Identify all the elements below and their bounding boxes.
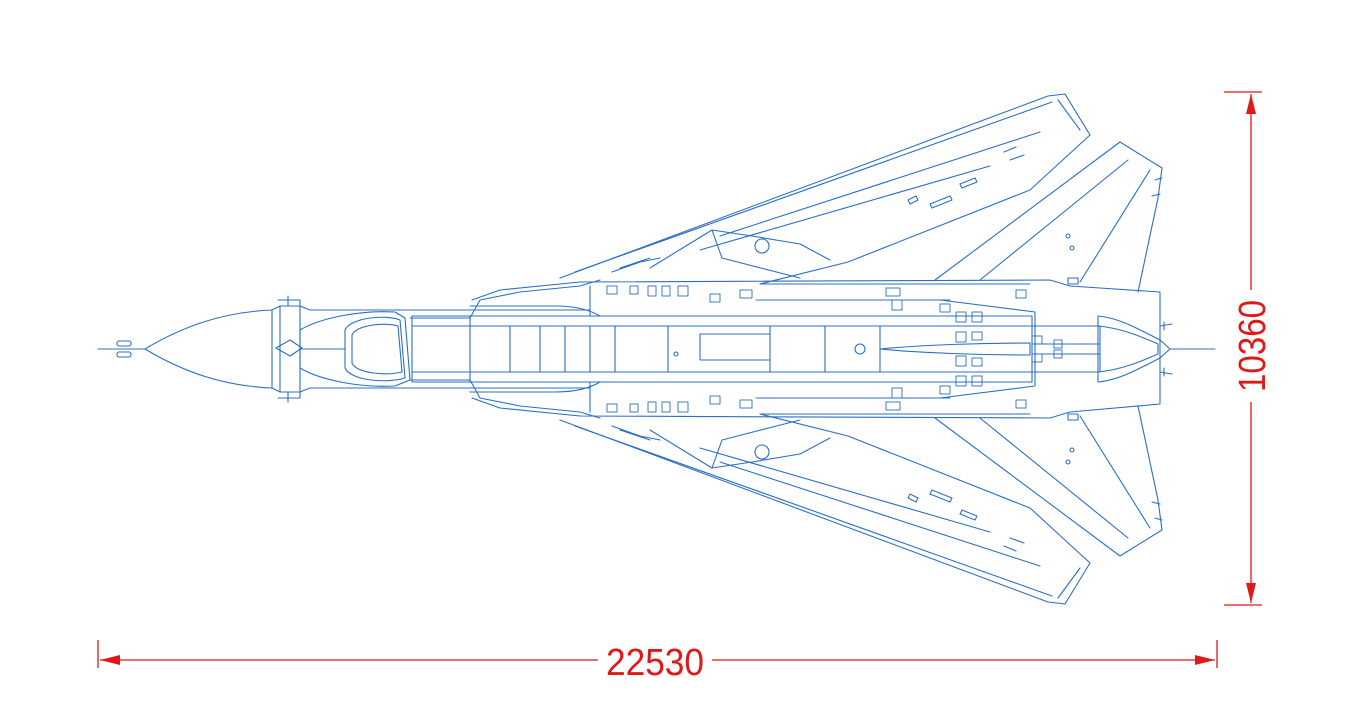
arrow-right-icon [1195,655,1215,665]
pitot-probe [97,340,146,358]
nose-radome [144,309,273,389]
aircraft-outline [97,93,1216,605]
wing-lower [559,413,1091,605]
central-fuselage [411,315,1101,383]
stabilator-upper [934,141,1163,293]
length-dimension: 22530 [97,640,1218,684]
engine-nacelles [589,277,1101,421]
wing-upper [559,93,1091,285]
canopy [299,311,411,387]
arrow-left-icon [100,655,120,665]
width-dimension: 10360 [1224,91,1274,606]
intake-glove [409,279,1161,419]
length-dimension-label: 22530 [606,642,704,684]
arrow-up-icon [1246,94,1256,114]
stabilator-lower [934,405,1163,557]
exhaust-nozzles [1097,315,1216,383]
width-dimension-label: 10360 [1232,300,1274,392]
access-panels [606,285,1063,413]
arrow-down-icon [1246,583,1256,603]
